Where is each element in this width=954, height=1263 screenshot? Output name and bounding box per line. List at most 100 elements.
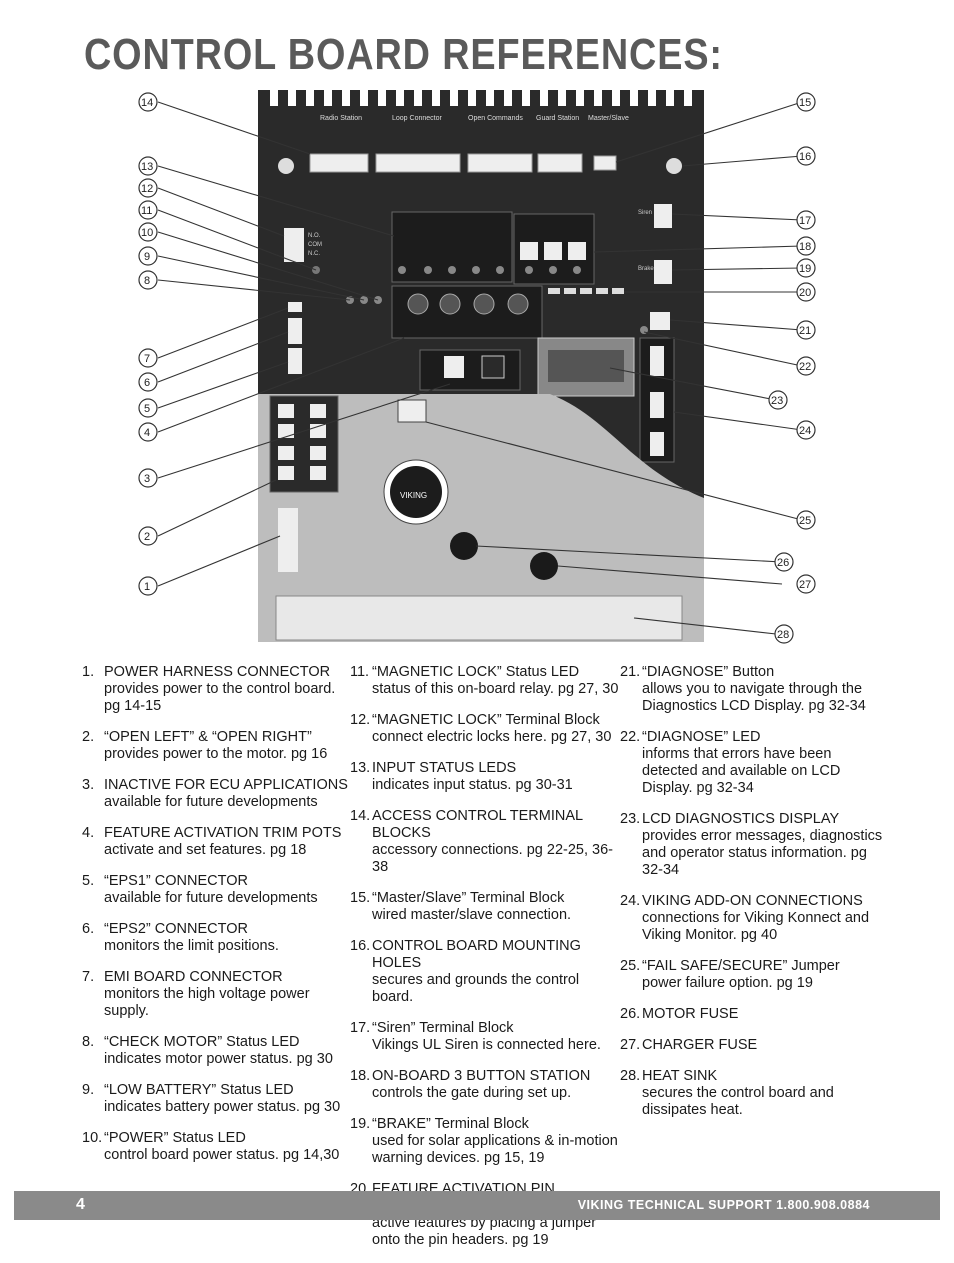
emi-connector — [288, 302, 302, 312]
callout-17: 17 — [796, 210, 816, 230]
callout-5: 5 — [138, 398, 158, 418]
heat-sink-fin — [275, 595, 683, 641]
reference-number: 28. — [620, 1068, 641, 1084]
diagnose-button — [650, 312, 670, 330]
reference-number: 11. — [350, 664, 370, 680]
reference-number: 23. — [620, 811, 641, 827]
reference-title: “Master/Slave” Terminal Block — [372, 890, 565, 906]
label-com: COM — [308, 242, 322, 248]
reference-title: FEATURE ACTIVATION TRIM POTS — [104, 825, 342, 841]
reference-title: ACCESS CONTROL TERMINAL BLOCKS — [372, 808, 583, 841]
callout-7: 7 — [138, 348, 158, 368]
reference-number: 8. — [82, 1034, 95, 1050]
reference-number: 9. — [82, 1082, 95, 1098]
label-open-commands: Open Commands — [468, 115, 523, 122]
reference-number: 24. — [620, 893, 641, 909]
reference-number: 2. — [82, 729, 95, 745]
reference-title: “Siren” Terminal Block — [372, 1020, 514, 1036]
reference-title: “EPS1” CONNECTOR — [104, 873, 248, 889]
eps1-connector — [288, 348, 302, 374]
reference-description: indicates input status. pg 30-31 — [372, 777, 573, 793]
reference-description: active features by placing a jumper onto… — [372, 1215, 597, 1248]
callout-21: 21 — [796, 320, 816, 340]
leader-lines — [157, 101, 803, 635]
label-siren: Siren — [638, 210, 652, 216]
reference-number: 7. — [82, 969, 95, 985]
callout-2: 2 — [138, 526, 158, 546]
callout-26: 26 — [774, 552, 794, 572]
callout-9: 9 — [138, 246, 158, 266]
pin-headers — [548, 288, 624, 294]
reference-title: “FAIL SAFE/SECURE” Jumper — [642, 958, 840, 974]
siren-block — [654, 204, 672, 228]
callout-18: 18 — [796, 236, 816, 256]
motor-fuse — [450, 532, 478, 560]
reference-number: 17. — [350, 1020, 371, 1036]
reference-description: connections for Viking Konnect and Vikin… — [642, 910, 870, 943]
svg-text:1: 1 — [144, 581, 150, 593]
reference-title: “POWER” Status LED — [104, 1130, 246, 1146]
station-buttons — [520, 242, 586, 260]
svg-text:10: 10 — [141, 227, 153, 239]
reference-description: informs that errors have been detected a… — [642, 746, 841, 796]
reference-item: 26.MOTOR FUSE — [620, 1006, 890, 1023]
reference-description: available for future developments — [104, 794, 318, 810]
trim-pots — [407, 293, 529, 315]
svg-text:21: 21 — [799, 325, 811, 337]
reference-description: secures the control board and dissipates… — [642, 1085, 834, 1118]
brake-block — [654, 260, 672, 284]
callout-22: 22 — [796, 356, 816, 376]
reference-title: INACTIVE FOR ECU APPLICATIONS — [104, 777, 348, 793]
reference-number: 26. — [620, 1006, 641, 1022]
callout-25: 25 — [796, 510, 816, 530]
reference-item: 9.“LOW BATTERY” Status LED indicates bat… — [82, 1082, 352, 1116]
reference-number: 15. — [350, 890, 371, 906]
reference-title: ON-BOARD 3 BUTTON STATION — [372, 1068, 591, 1084]
callout-10: 10 — [138, 222, 158, 242]
callout-4: 4 — [138, 422, 158, 442]
svg-text:18: 18 — [799, 241, 811, 253]
reference-description: monitors the limit positions. — [104, 938, 279, 954]
charger-fuse — [530, 552, 558, 580]
svg-text:26: 26 — [777, 557, 789, 569]
reference-title: EMI BOARD CONNECTOR — [104, 969, 283, 985]
reference-number: 27. — [620, 1037, 641, 1053]
reference-title: “MAGNETIC LOCK” Status LED — [372, 664, 580, 680]
reference-title: “EPS2” CONNECTOR — [104, 921, 248, 937]
page-footer: 4 VIKING TECHNICAL SUPPORT 1.800.908.088… — [14, 1191, 940, 1220]
reference-title: “OPEN LEFT” & “OPEN RIGHT” — [104, 729, 312, 745]
callout-1: 1 — [138, 576, 158, 596]
callout-13: 13 — [138, 156, 158, 176]
label-no: N.O. — [308, 233, 321, 239]
svg-text:7: 7 — [144, 353, 150, 365]
reference-description: provides power to the motor. pg 16 — [104, 746, 328, 762]
svg-text:12: 12 — [141, 183, 153, 195]
reference-description: allows you to navigate through the Diagn… — [642, 681, 866, 714]
reference-description: indicates battery power status. pg 30 — [104, 1099, 341, 1115]
magnetic-lock-block — [284, 228, 304, 262]
reference-title: MOTOR FUSE — [642, 1006, 739, 1022]
svg-text:28: 28 — [777, 629, 789, 641]
reference-description: secures and grounds the control board. — [372, 972, 580, 1005]
reference-title: “CHECK MOTOR” Status LED — [104, 1034, 300, 1050]
reference-description: used for solar applications & in-motion … — [372, 1133, 618, 1166]
page-title: CONTROL BOARD REFERENCES: — [84, 30, 723, 79]
reference-title: POWER HARNESS CONNECTOR — [104, 664, 331, 680]
label-brake: Brake — [638, 266, 654, 272]
logo-text: VIKING — [400, 491, 427, 500]
